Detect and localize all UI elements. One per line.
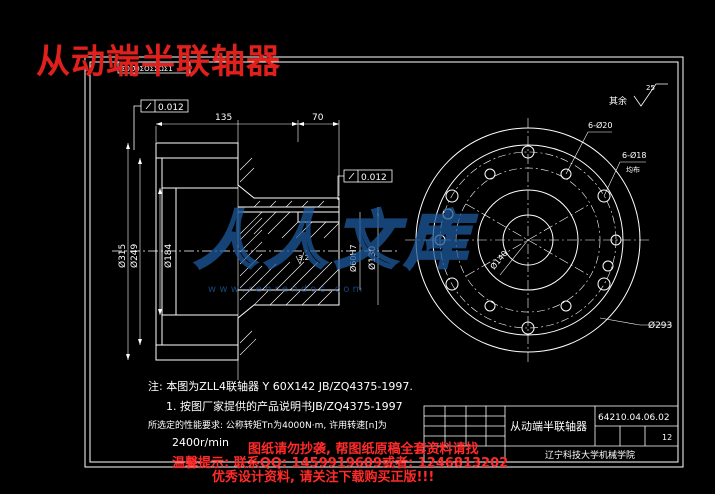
inner-frame <box>89 61 679 463</box>
dim-135: 135 <box>215 113 232 123</box>
note-line-3: 所选定的性能要求: 公称转矩Tn为4000N·m, 许用转速[n]为 <box>148 419 387 431</box>
dim-184: Ø184 <box>163 243 174 268</box>
note-line-1: 注: 本图为ZLL4联轴器 Y 60X142 JB/ZQ4375-1997. <box>148 379 413 393</box>
overlay-title: 从动端半联轴器 <box>36 42 281 82</box>
watermark-line-3: 优秀设计资料, 请关注下载购买正版!!! <box>212 470 435 485</box>
tolerance-frame-bore <box>337 169 393 200</box>
title-drawing-no: 64210.04.06.02 <box>598 413 670 423</box>
tolerance-value-left: 0.012 <box>158 103 184 113</box>
end-view-leaders <box>499 131 672 326</box>
dim-249: Ø249 <box>129 243 140 268</box>
tolerance-frame-left <box>133 99 189 150</box>
roughness-mark-small <box>295 251 305 265</box>
stamp-box <box>117 61 191 74</box>
dim-60: Ø60H7 <box>348 244 358 272</box>
dim-130: Ø130 <box>367 245 378 270</box>
watermark-line-2: 温馨提示: 联系QQ: 1459919609或者: 1246813202 <box>172 456 509 471</box>
roughness-value: 25 <box>646 84 655 92</box>
dim-315: Ø315 <box>117 244 128 268</box>
section-hatching <box>239 157 340 356</box>
brand-name: 人人文库 <box>195 204 477 277</box>
section-view <box>112 120 400 380</box>
roughness-label: 其余 <box>609 95 627 107</box>
brand-watermark: 人人文库 w w w . r e n r e n d o c . c o m <box>194 203 477 296</box>
label-dia-293: Ø293 <box>648 320 672 331</box>
title-sheet: 12 <box>662 433 672 442</box>
label-holes-18: 6-Ø18 <box>622 150 646 160</box>
label-holes-18-note: 均布 <box>626 165 640 174</box>
tolerance-value-bore: 0.012 <box>361 173 387 183</box>
section-dimensions <box>127 120 379 360</box>
title-part-name: 从动端半联轴器 <box>510 419 587 433</box>
dim-70: 70 <box>312 113 324 123</box>
stamp-label: Σ0Ʊ0ΣΟΣΣΩΣ1 <box>121 65 173 73</box>
dim-keyway: 3.2 <box>298 254 309 262</box>
title-block <box>423 405 679 463</box>
arrowheads <box>126 122 339 360</box>
roughness-symbol <box>633 83 668 107</box>
outer-frame <box>84 56 684 468</box>
note-line-4: 2400r/min <box>172 436 229 449</box>
note-line-2: 1. 按图厂家提供的产品说明书JB/ZQ4375-1997 <box>166 399 403 413</box>
brand-url: w w w . r e n r e n d o c . c o m <box>208 284 362 295</box>
label-holes-20: 6-Ø20 <box>588 120 612 130</box>
watermark-line-1: 图纸请勿抄袭, 帮图纸原稿全套资料请找 <box>248 442 479 457</box>
title-school: 辽宁科技大学机械学院 <box>545 449 635 461</box>
bolt-holes <box>434 145 622 335</box>
end-view <box>405 118 652 362</box>
